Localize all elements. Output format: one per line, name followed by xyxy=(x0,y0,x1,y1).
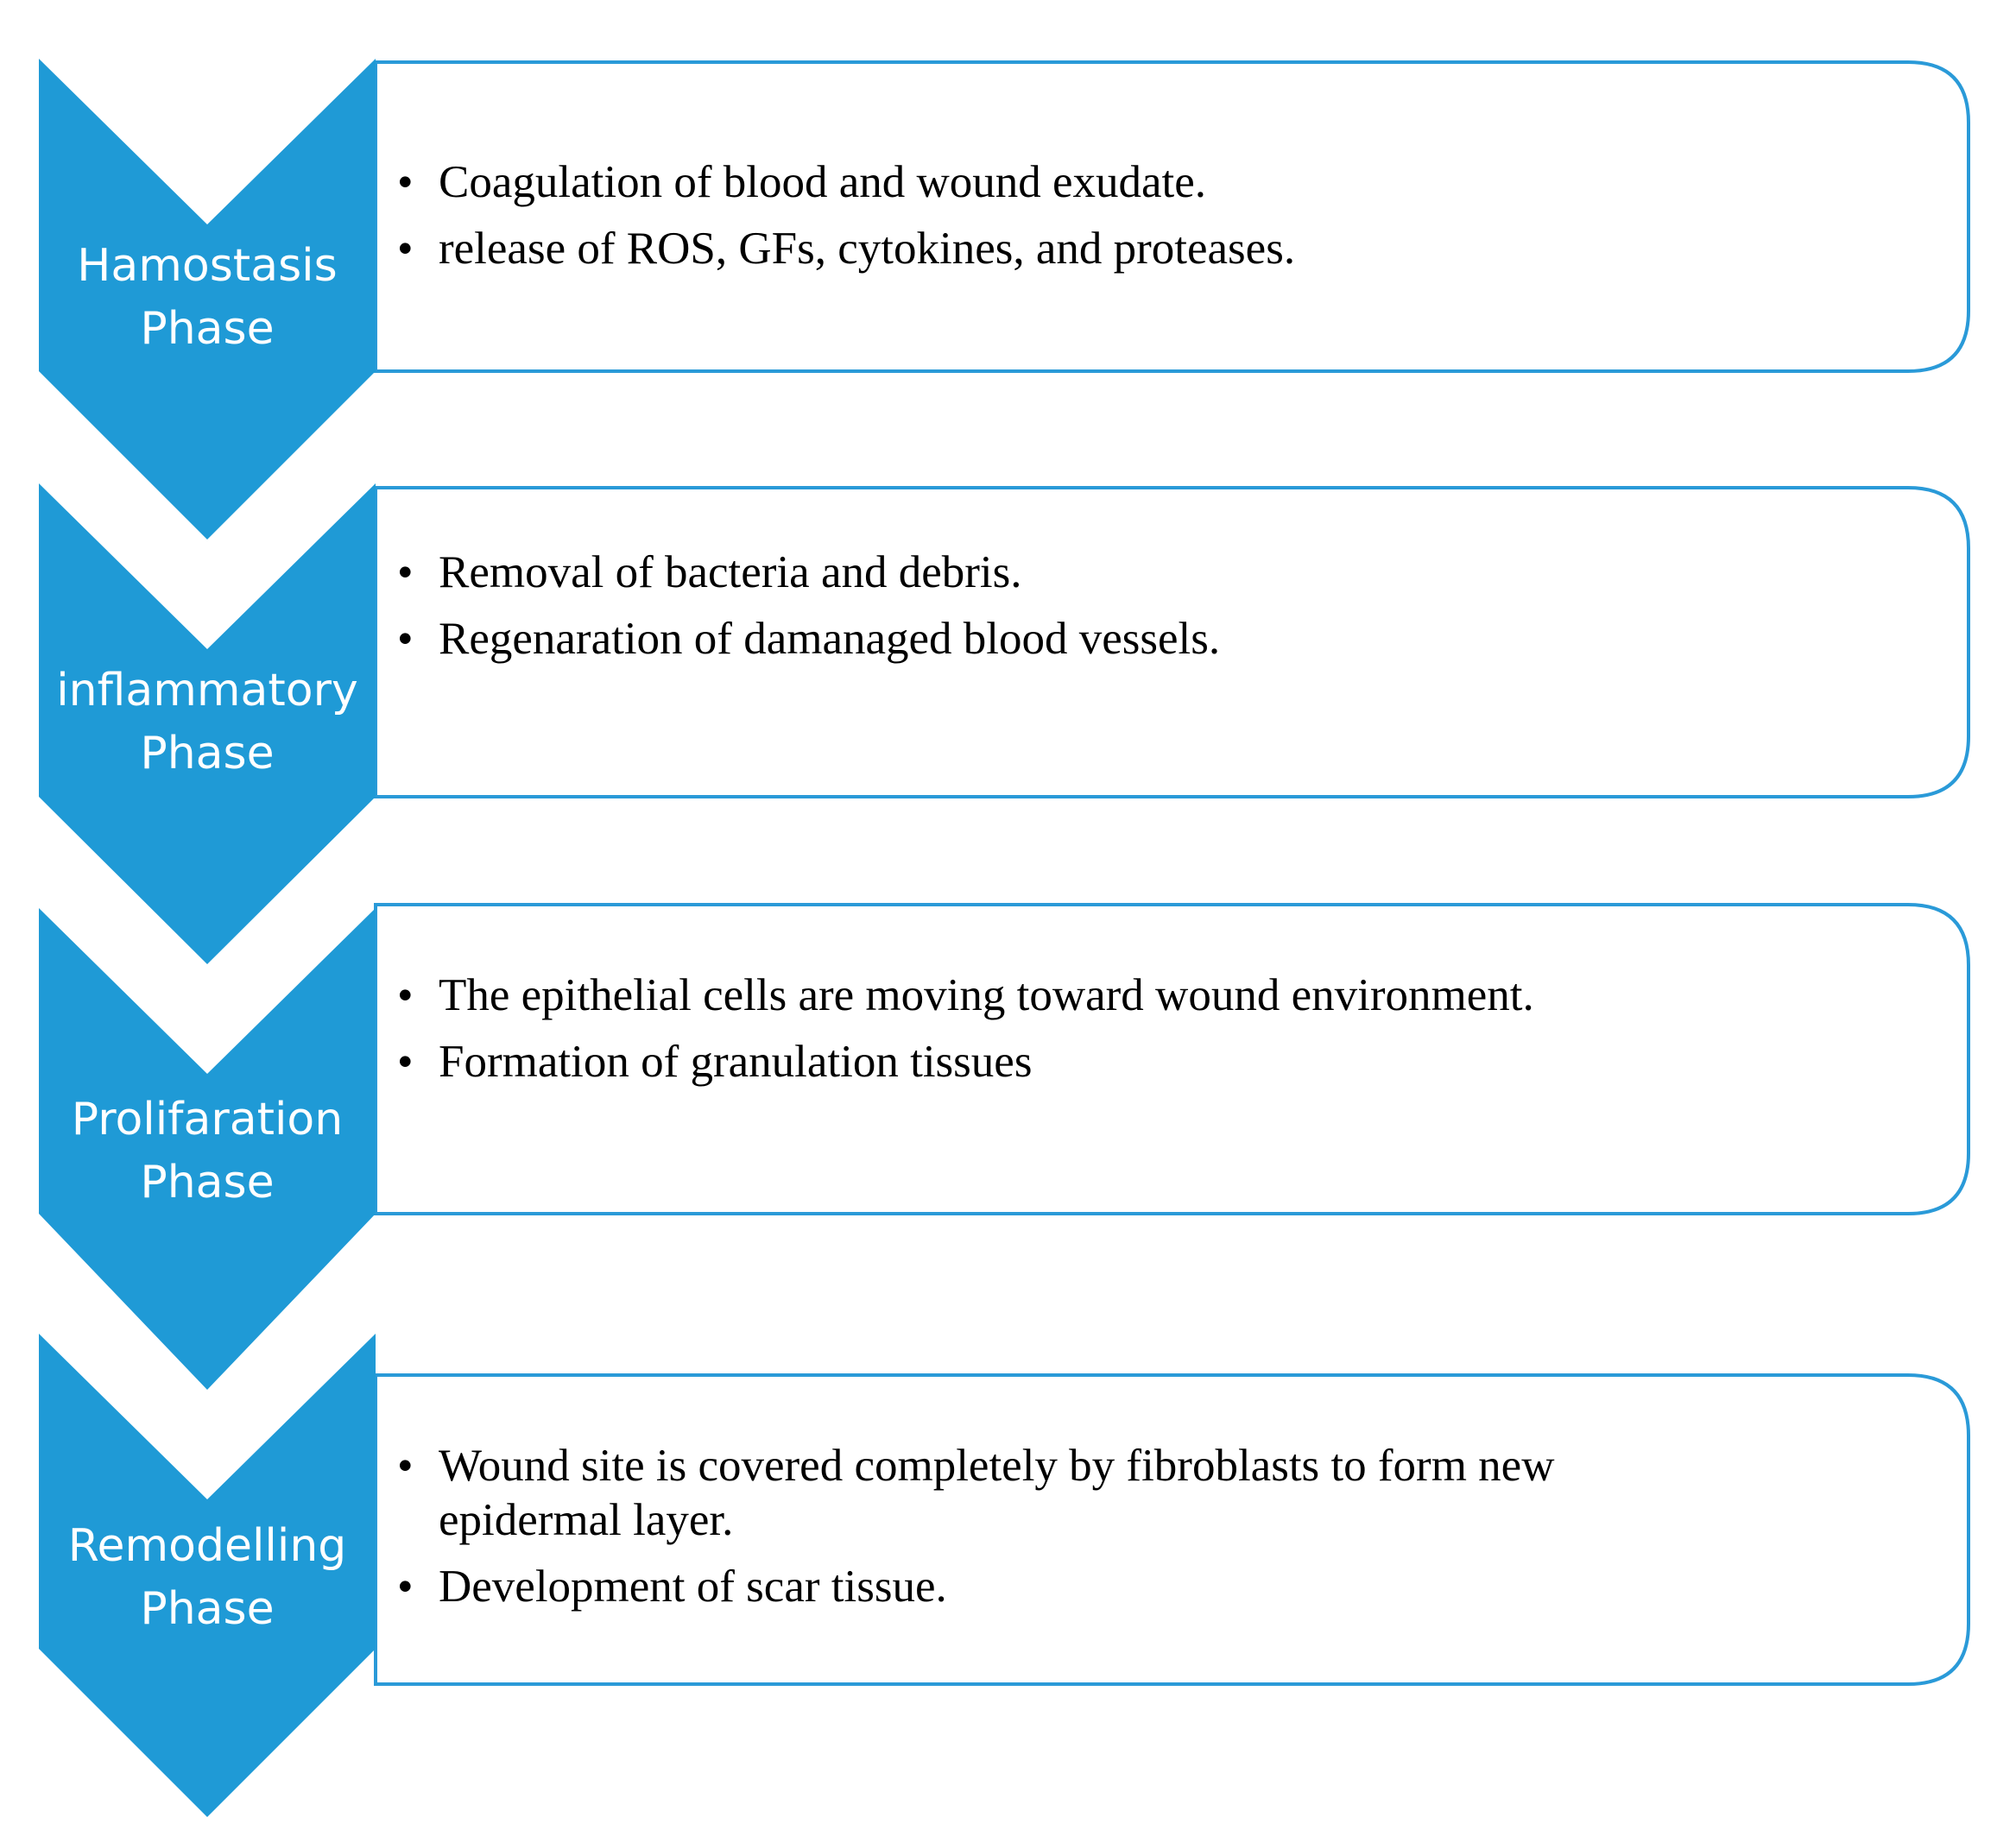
bullet-item: •Formation of granulation tissues xyxy=(397,1037,1033,1087)
phase-4-label-line1: Remodelling xyxy=(67,1520,347,1572)
phase-2-bullets: •Removal of bacteria and debris. •Regena… xyxy=(397,546,1934,678)
phase-4-bullets: •Wound site is covered completely by fib… xyxy=(397,1439,1744,1626)
phase-1-box xyxy=(374,60,1970,373)
phase-3-chevron xyxy=(39,908,376,1390)
bullet-item: •Coagulation of blood and wound exudate. xyxy=(397,157,1207,207)
phase-4-label: Remodelling Phase xyxy=(35,1515,380,1641)
bullet-text: Removal of bacteria and debris. xyxy=(439,547,1022,597)
phase-1-label-line1: Hamostasis xyxy=(77,240,338,292)
phase-3-label-line2: Phase xyxy=(140,1157,275,1208)
phase-2-label-line2: Phase xyxy=(140,728,275,779)
phase-3-bullets: •The epithelial cells are moving toward … xyxy=(397,969,1934,1101)
bullet-item: •Regenaration of damanaged blood vessels… xyxy=(397,614,1221,664)
phase-2-box xyxy=(374,486,1970,798)
phase-2-label-line1: inflammatory xyxy=(56,665,358,716)
phase-1-bullets: •Coagulation of blood and wound exudate.… xyxy=(397,155,1934,288)
phase-2-label: inflammatory Phase xyxy=(35,659,380,786)
phase-3-label: Prolifaration Phase xyxy=(35,1089,380,1215)
bullet-text: Regenaration of damanaged blood vessels. xyxy=(439,614,1221,664)
bullet-text: Wound site is covered completely by fibr… xyxy=(439,1441,1555,1545)
phase-2-chevron xyxy=(39,483,376,964)
phase-4-label-line2: Phase xyxy=(140,1583,275,1635)
bullet-text: Coagulation of blood and wound exudate. xyxy=(439,157,1207,207)
phase-1-label: Hamostasis Phase xyxy=(35,235,380,361)
phase-4-box xyxy=(374,1373,1970,1686)
bullet-item: •Removal of bacteria and debris. xyxy=(397,547,1022,597)
bullet-item: •Development of scar tissue. xyxy=(397,1562,947,1612)
bullet-text: Formation of granulation tissues xyxy=(439,1037,1033,1087)
phase-3-label-line1: Prolifaration xyxy=(71,1094,344,1145)
bullet-item: •The epithelial cells are moving toward … xyxy=(397,970,1534,1020)
bullet-item: •Wound site is covered completely by fib… xyxy=(397,1441,1555,1545)
phase-3-box xyxy=(374,903,1970,1215)
phase-4-chevron xyxy=(39,1334,376,1817)
bullet-text: release of ROS, GFs, cytokines, and prot… xyxy=(439,224,1296,274)
phase-1-label-line2: Phase xyxy=(140,303,275,355)
bullet-item: •release of ROS, GFs, cytokines, and pro… xyxy=(397,224,1296,274)
bullet-text: The epithelial cells are moving toward w… xyxy=(439,970,1534,1020)
bullet-text: Development of scar tissue. xyxy=(439,1562,947,1612)
phase-1-chevron xyxy=(39,59,376,540)
